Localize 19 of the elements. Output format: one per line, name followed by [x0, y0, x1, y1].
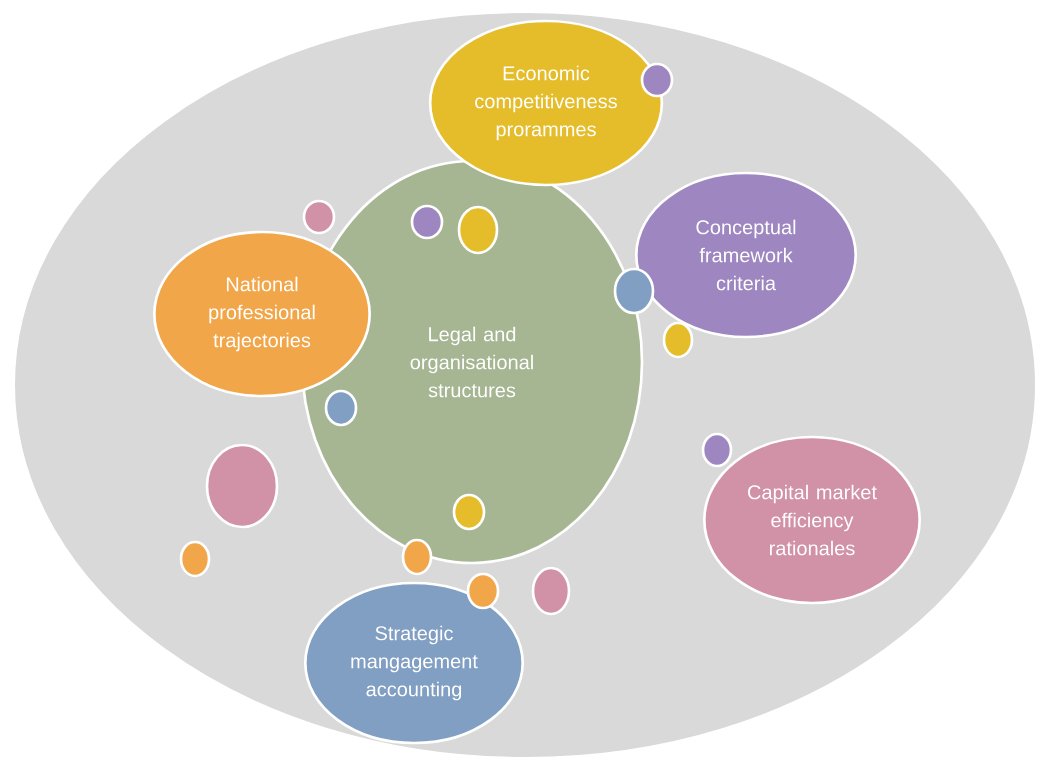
- topic-bubble: Strategic mangagement accounting: [304, 581, 524, 745]
- dot: [662, 321, 694, 359]
- topic-bubble: Economic competitiveness prorammes: [428, 19, 664, 187]
- dot: [640, 62, 674, 98]
- dot: [531, 566, 571, 616]
- topic-bubble: Conceptual framework criteria: [634, 171, 858, 339]
- dot: [205, 443, 279, 529]
- dot: [410, 204, 444, 240]
- dot: [457, 205, 499, 255]
- dot: [613, 267, 655, 315]
- dot: [701, 432, 733, 468]
- topic-bubble: National professional trajectories: [153, 230, 371, 398]
- dot: [401, 538, 433, 576]
- dot: [179, 540, 211, 578]
- dot: [452, 493, 486, 531]
- dot: [466, 572, 500, 610]
- topic-bubble: Capital market efficiency rationales: [703, 435, 921, 605]
- dot: [302, 199, 336, 235]
- dot: [324, 389, 358, 427]
